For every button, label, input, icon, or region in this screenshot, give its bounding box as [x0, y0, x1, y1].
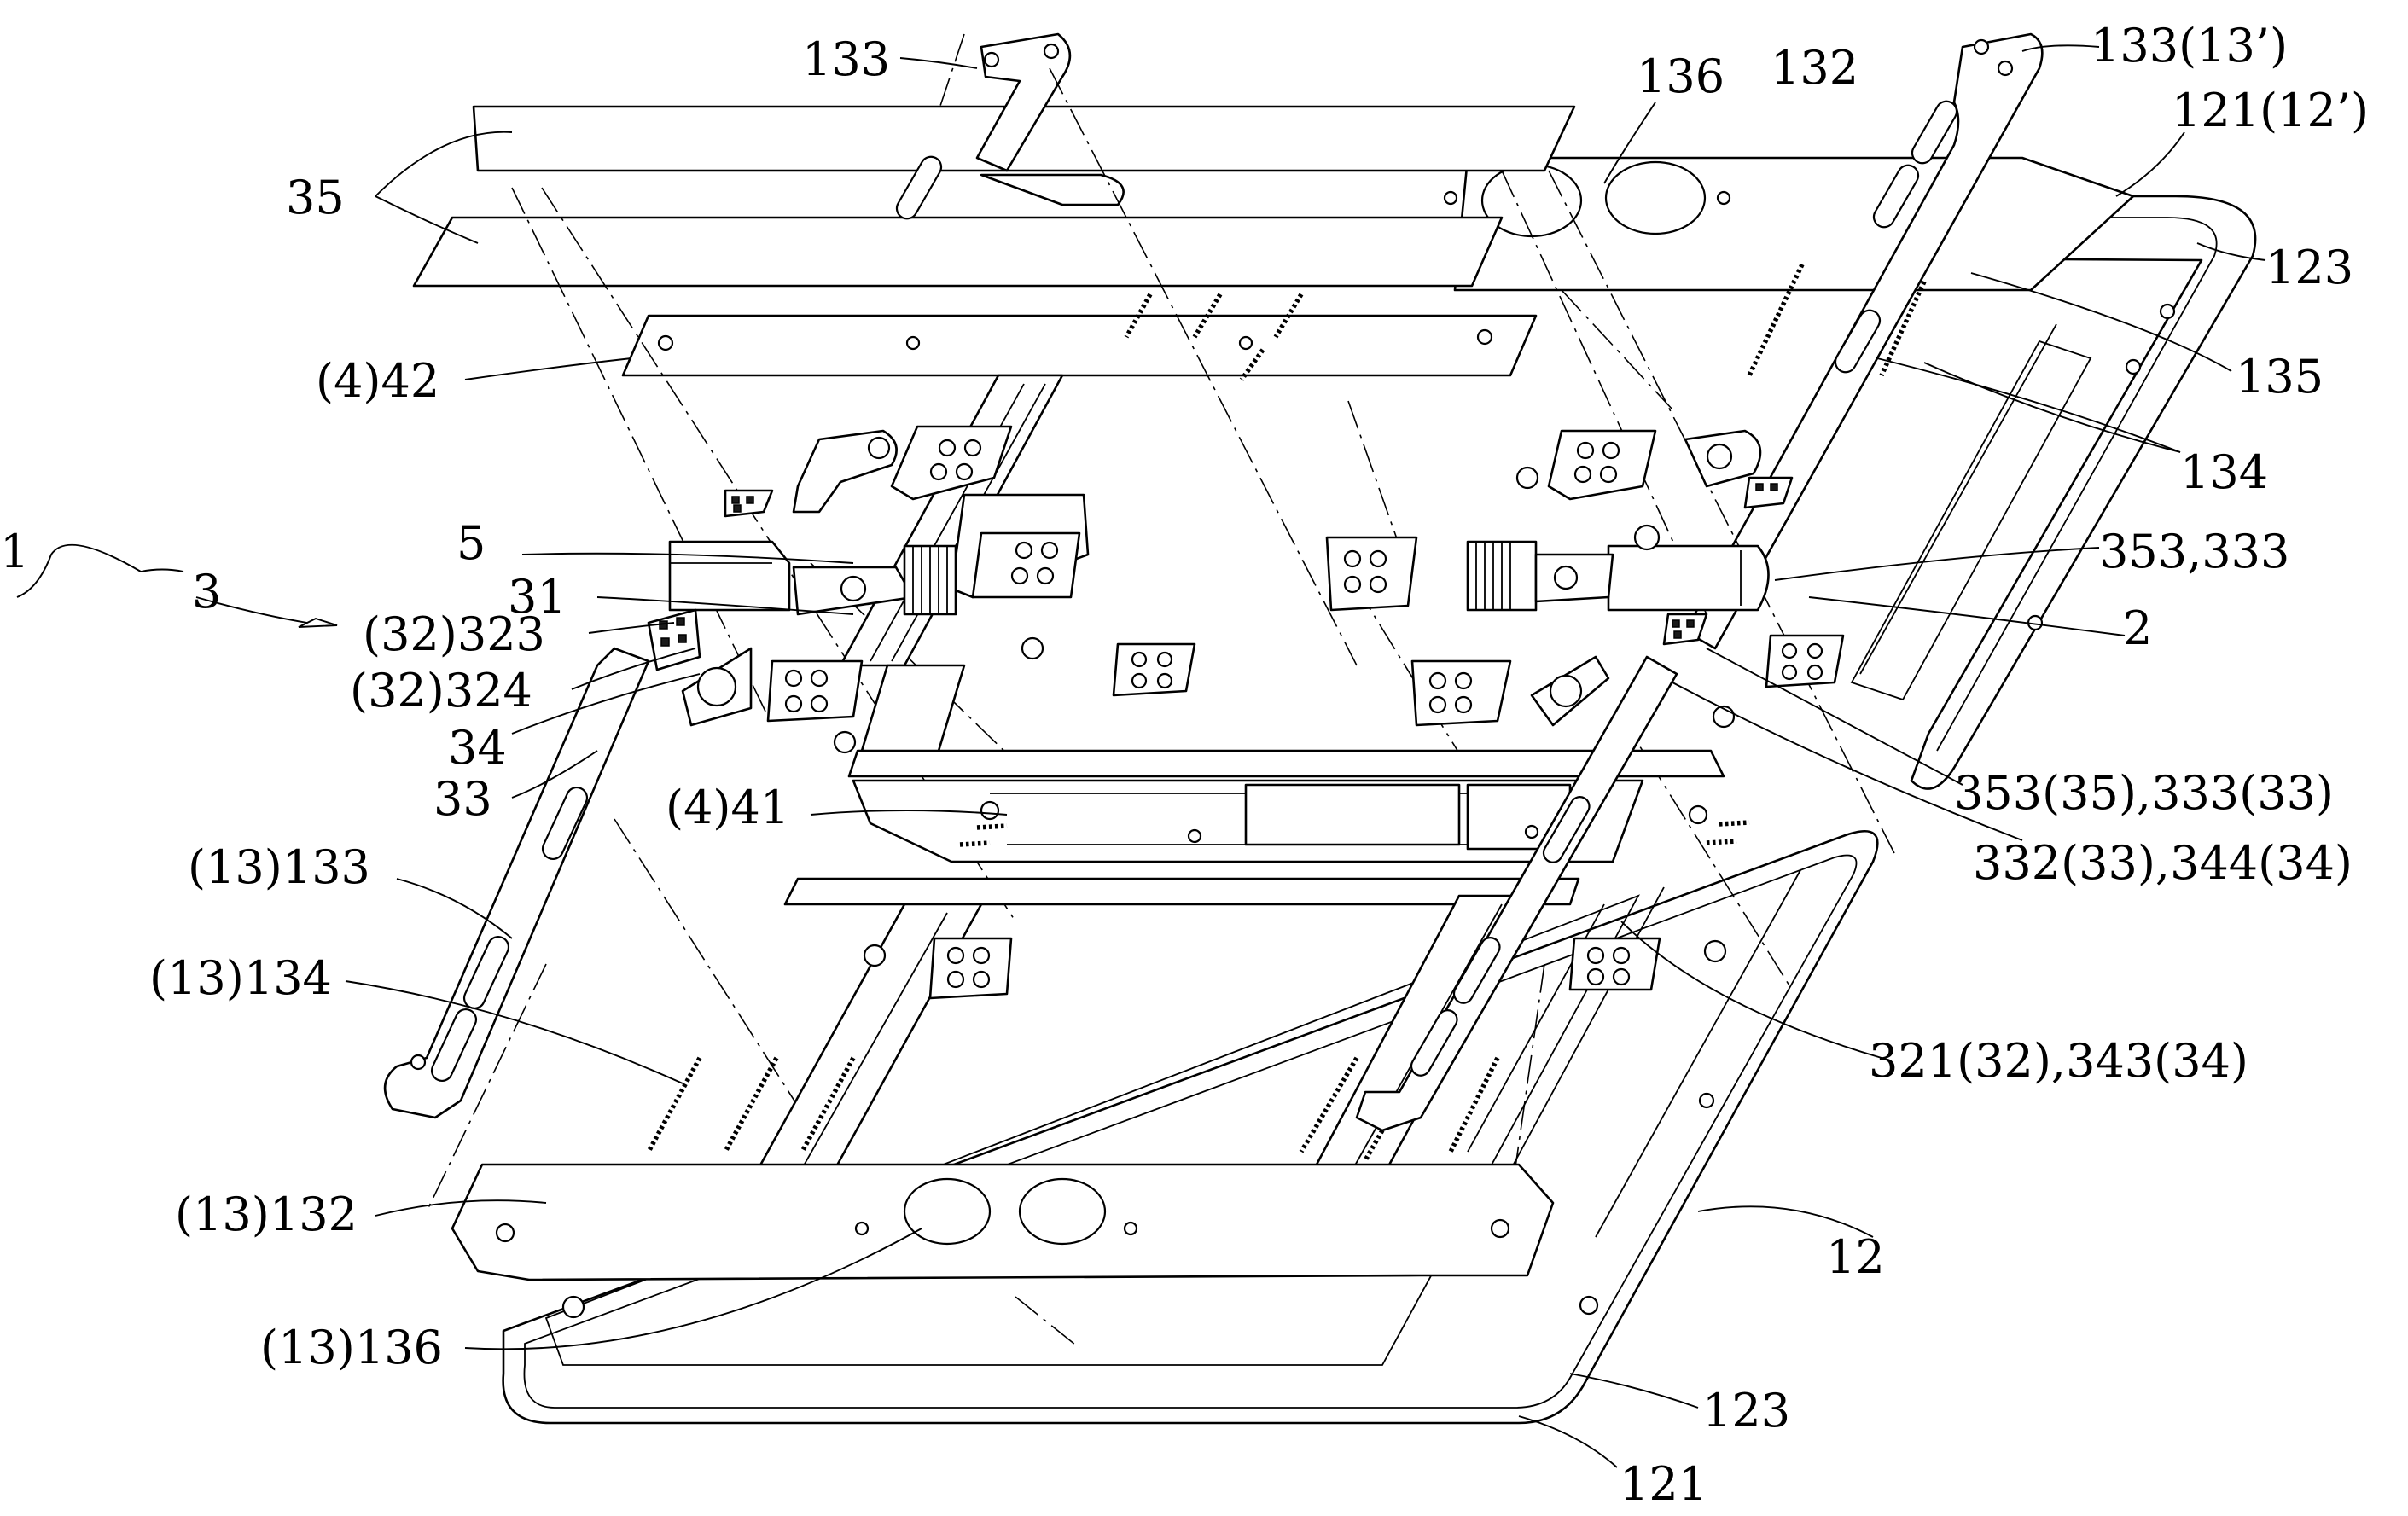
label-353-333: 353,333	[2099, 525, 2289, 578]
label-321-32-343-34: 321(32),343(34)	[1869, 1034, 2248, 1088]
bar-42	[621, 314, 1538, 377]
label-12: 12	[1826, 1230, 1885, 1284]
label-13-132: (13)132	[175, 1188, 358, 1241]
label-3: 3	[192, 565, 221, 619]
hinge-block-left-lower	[766, 659, 864, 723]
label-133-top: 133	[802, 32, 890, 86]
pins	[833, 466, 1736, 967]
label-34: 34	[448, 721, 507, 775]
leader-lines	[16, 44, 2266, 1468]
label-5: 5	[457, 516, 486, 570]
base-tray-12	[502, 830, 1879, 1425]
label-2: 2	[2123, 601, 2152, 655]
label-32-323: (32)323	[363, 607, 545, 661]
springs	[646, 263, 1927, 1162]
hinge-block-right-far	[1765, 634, 1845, 688]
label-4-41: (4)41	[666, 781, 789, 834]
hinge-block-bottom-right	[1568, 937, 1661, 991]
label-13-133: (13)133	[188, 840, 370, 894]
label-332-33-344-34: 332(33),344(34)	[1973, 836, 2353, 890]
hinge-block-right-mid	[1325, 536, 1418, 612]
lower-left-arm-133	[383, 647, 650, 1119]
label-134-right: 134	[2180, 445, 2268, 499]
label-353-35-333-33: 353(35),333(33)	[1954, 766, 2334, 820]
label-4-42: (4)42	[316, 354, 439, 408]
lower-right-arm-133	[1355, 655, 1678, 1132]
hinge-block-left-upper	[890, 425, 1013, 501]
label-13-136: (13)136	[260, 1321, 443, 1374]
label-35: 35	[286, 171, 345, 224]
label-31: 31	[508, 570, 567, 624]
right-hinge-assembly	[1466, 429, 1794, 727]
part-labels: 133 136 132 133(13’) 121(12’) 35 123 135…	[0, 19, 2369, 1511]
lower-plate-132	[451, 1163, 1555, 1281]
label-123-right: 123	[2265, 241, 2353, 294]
hinge-block-right-lower	[1410, 659, 1512, 727]
label-132-top: 132	[1771, 41, 1858, 95]
label-13-134: (13)134	[149, 951, 332, 1005]
label-33: 33	[433, 772, 492, 826]
label-123-bottom: 123	[1702, 1384, 1790, 1438]
hinge-block-left-far	[1112, 642, 1196, 697]
center-rails	[847, 749, 1725, 863]
hinge-block-left-mid	[950, 493, 1090, 599]
label-133-13p: 133(13’)	[2091, 19, 2288, 73]
label-32-324: (32)324	[350, 664, 532, 717]
label-136-top: 136	[1637, 49, 1725, 103]
label-121-12p: 121(12’)	[2172, 84, 2369, 137]
label-135: 135	[2236, 350, 2324, 404]
label-121-bottom: 121	[1620, 1457, 1707, 1511]
hinge-block-bottom-left	[928, 937, 1013, 1000]
hinge-block-right-upper	[1547, 429, 1657, 501]
top-left-arm-133	[895, 32, 1125, 220]
label-1: 1	[0, 525, 29, 578]
